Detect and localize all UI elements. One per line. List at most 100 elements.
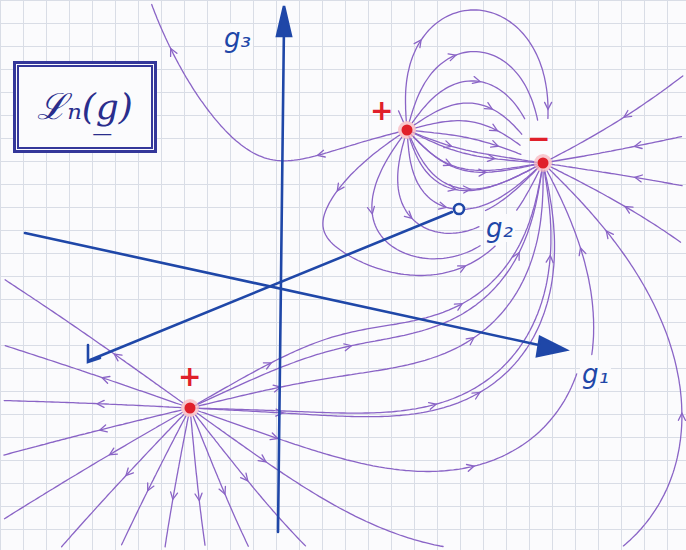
field-line xyxy=(414,103,521,134)
field-line xyxy=(547,171,594,355)
field-arrowhead xyxy=(171,49,177,57)
field-arrowhead xyxy=(463,186,470,193)
field-line xyxy=(199,171,543,406)
charge-sign: + xyxy=(368,96,395,126)
field-line xyxy=(517,171,539,210)
field-line xyxy=(415,134,537,163)
field-arrowhead xyxy=(444,141,452,148)
axis-arrowhead xyxy=(277,6,291,36)
field-arrowhead xyxy=(545,102,552,109)
charge-dot xyxy=(538,158,549,169)
field-line xyxy=(409,136,535,191)
field-line xyxy=(399,111,404,122)
field-arrowhead xyxy=(454,304,462,311)
field-arrowhead xyxy=(97,400,104,407)
field-arrowhead xyxy=(624,111,632,118)
field-arrowhead xyxy=(126,468,133,476)
axis-end-circle xyxy=(454,204,464,214)
field-arrowhead xyxy=(484,103,492,110)
field-line xyxy=(4,401,181,408)
field-line xyxy=(152,5,399,161)
field-arrowhead xyxy=(439,202,447,209)
field-arrowhead xyxy=(678,413,685,420)
charge-sign: − xyxy=(525,124,552,154)
field-line xyxy=(122,416,186,545)
field-arrowhead xyxy=(635,175,643,182)
field-line xyxy=(372,137,480,258)
field-arrowhead xyxy=(404,211,412,218)
axis-arrowhead xyxy=(537,337,566,356)
field-line xyxy=(552,164,682,185)
field-line xyxy=(198,170,542,404)
field-line xyxy=(197,172,551,413)
field-line xyxy=(412,81,524,123)
formula-text: ℒₙ(g̲) xyxy=(37,89,133,125)
field-line xyxy=(551,167,681,242)
field-arrowhead xyxy=(443,159,451,165)
field-line xyxy=(416,121,520,146)
field-arrowhead xyxy=(368,206,375,214)
field-arrowhead xyxy=(318,150,326,157)
field-arrowhead xyxy=(606,231,613,239)
field-line xyxy=(191,417,205,545)
field-line xyxy=(5,413,183,519)
field-line xyxy=(5,346,181,405)
field-arrowhead xyxy=(448,184,456,191)
axis-label: g₂ xyxy=(484,214,515,242)
field-arrowhead xyxy=(344,344,352,351)
field-arrowhead xyxy=(148,483,154,491)
field-arrowhead xyxy=(513,253,519,261)
field-line xyxy=(412,132,534,162)
field-line xyxy=(551,76,683,159)
charge-sign: + xyxy=(176,362,203,392)
field-line xyxy=(199,374,577,472)
field-arrowhead xyxy=(491,141,499,148)
field-line xyxy=(398,139,479,234)
field-arrowhead xyxy=(472,77,480,84)
field-line xyxy=(486,169,537,210)
field-line xyxy=(165,417,188,547)
field-arrowhead xyxy=(472,392,480,399)
field-arrowhead xyxy=(448,54,456,61)
field-arrowhead xyxy=(490,124,498,131)
charge-dot xyxy=(402,125,413,136)
field-arrowhead xyxy=(579,248,586,256)
charge-dot xyxy=(185,403,196,414)
field-arrowhead xyxy=(466,338,474,345)
field-lines xyxy=(4,5,686,547)
field-line xyxy=(4,410,181,455)
axis-label: g₃ xyxy=(222,24,253,52)
field-arrowhead xyxy=(337,183,344,191)
field-arrowhead xyxy=(429,403,437,410)
field-arrowhead xyxy=(241,473,248,481)
field-arrowhead xyxy=(110,448,118,455)
field-line xyxy=(195,172,542,406)
field-arrowhead xyxy=(195,493,202,500)
g3-axis xyxy=(278,24,284,532)
field-arrowhead xyxy=(171,492,178,500)
field-arrowhead xyxy=(114,354,122,361)
field-arrowhead xyxy=(219,486,225,494)
field-line xyxy=(552,137,682,162)
field-line xyxy=(196,415,306,546)
formula-box: ℒₙ(g̲) xyxy=(14,62,156,152)
field-line xyxy=(411,134,534,170)
field-line xyxy=(193,416,248,546)
field-arrowhead xyxy=(546,256,553,263)
field-line xyxy=(411,138,538,189)
field-arrowhead xyxy=(100,425,108,432)
field-arrowhead xyxy=(258,455,266,462)
charges xyxy=(181,121,552,417)
field-arrowhead xyxy=(414,40,421,48)
field-line xyxy=(549,169,682,546)
field-arrowhead xyxy=(467,465,475,472)
field-arrowhead xyxy=(263,363,271,369)
g1-axis xyxy=(25,233,548,347)
axis-label: g₁ xyxy=(580,360,611,388)
field-arrowhead xyxy=(270,433,278,440)
field-line xyxy=(62,415,184,547)
field-arrowhead xyxy=(102,377,110,384)
charge-halo xyxy=(398,121,416,139)
g2-axis xyxy=(90,212,452,360)
field-line xyxy=(409,52,537,122)
